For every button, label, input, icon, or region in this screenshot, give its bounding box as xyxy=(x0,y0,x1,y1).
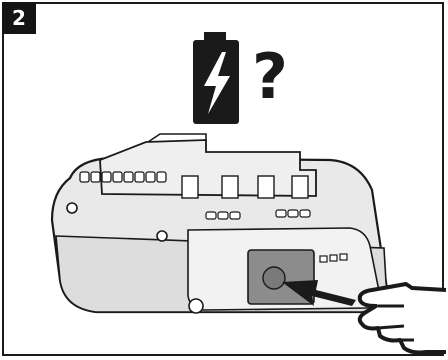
step-number-badge: 2 xyxy=(2,2,36,34)
lightning-bolt-icon xyxy=(204,52,230,114)
panel-frame xyxy=(2,2,444,356)
question-mark: ? xyxy=(252,40,288,113)
charge-led-indicators xyxy=(319,253,348,263)
